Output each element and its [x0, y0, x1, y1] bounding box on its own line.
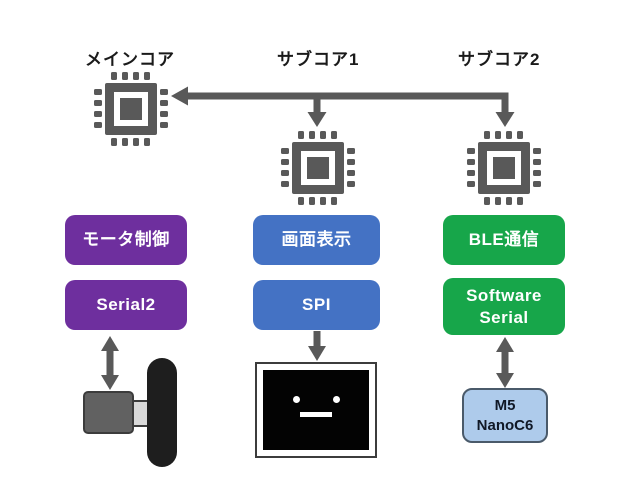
arrowhead-down-sub1 — [307, 112, 327, 127]
arrowhead-down-display — [308, 346, 326, 361]
interface-box-serial2: Serial2 — [65, 280, 187, 330]
arrowhead-left-main — [171, 86, 188, 106]
arrowhead-down-sub2 — [495, 112, 515, 127]
cpu-chip-icon-main — [93, 71, 169, 147]
main-core-label: メインコア — [85, 50, 175, 69]
cpu-chip-icon-sub1 — [280, 130, 356, 206]
arrowhead-down-m5 — [496, 373, 514, 388]
arrowhead-up-motor — [101, 336, 119, 351]
arrowhead-down-motor — [101, 375, 119, 390]
arrowhead-up-m5 — [496, 337, 514, 352]
sub-core1-label: サブコア1 — [277, 50, 360, 69]
function-box-ble: BLE通信 — [443, 215, 565, 265]
interface-box-software-serial: Software Serial — [443, 278, 565, 335]
robot-mouth — [300, 412, 332, 417]
function-box-motor-control: モータ制御 — [65, 215, 187, 265]
cpu-chip-icon-sub2 — [466, 130, 542, 206]
robot-eye-right — [333, 396, 340, 403]
sub-core2-label: サブコア2 — [458, 50, 541, 69]
robot-face-display-icon — [255, 362, 377, 458]
motor-wheel-icon — [83, 391, 134, 434]
m5-nanoc6-box: M5 NanoC6 — [462, 388, 548, 443]
function-box-screen-display: 画面表示 — [253, 215, 380, 265]
robot-eye-left — [293, 396, 300, 403]
display-screen — [263, 370, 369, 450]
wheel-icon — [147, 358, 177, 467]
interface-box-spi: SPI — [253, 280, 380, 330]
